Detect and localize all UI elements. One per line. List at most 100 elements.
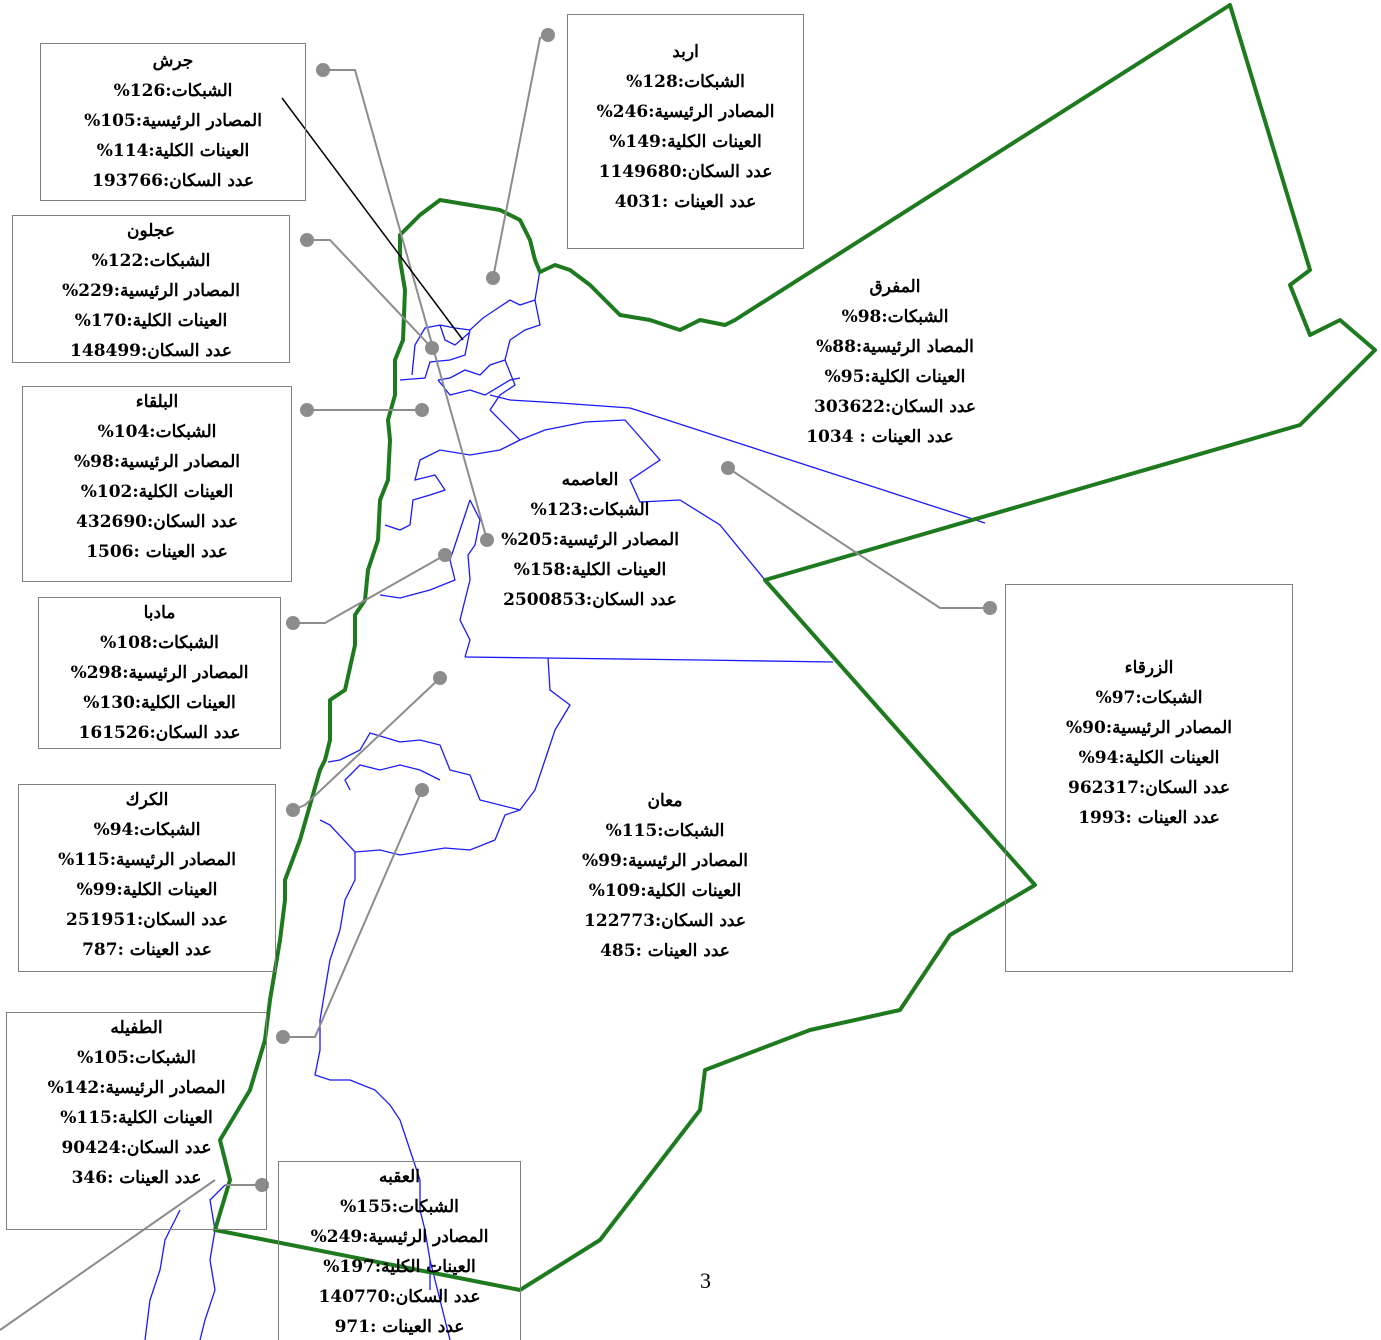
tafila-sample-count: عدد العينات :346: [71, 1168, 202, 1188]
mafraq-name: المفرق: [869, 277, 921, 297]
jerash-networks: الشبكات:126%: [113, 81, 233, 101]
national-border: [213, 3, 1377, 1292]
marker-dot: [300, 403, 314, 417]
mafraq-networks: الشبكات:98%: [841, 307, 949, 327]
zarqa-population: عدد السكان:962317: [1068, 778, 1230, 798]
irbid-info-box: اربد الشبكات:128% المصادر الرئيسية:246% …: [567, 14, 804, 249]
ajloun-main-sources: المصادر الرئيسية:229%: [62, 281, 240, 301]
balqa-networks: الشبكات:104%: [97, 422, 217, 442]
balqa-info-box: البلقاء الشبكات:104% المصادر الرئيسية:98…: [22, 386, 292, 582]
tafila-population: عدد السكان:90424: [61, 1138, 212, 1158]
madaba-info-box: مادبا الشبكات:108% المصادر الرئيسية:298%…: [38, 597, 281, 749]
mafraq-main-sources: المصاد الرئيسية:88%: [816, 337, 974, 357]
marker-dot: [480, 533, 494, 547]
tafila-total-samples: العينات الكلية:115%: [60, 1108, 213, 1128]
karak-total-samples: العينات الكلية:99%: [76, 880, 218, 900]
irbid-sample-count: عدد العينات :4031: [614, 192, 757, 212]
marker-dot: [541, 28, 555, 42]
mafraq-total-samples: العينات الكلية:95%: [824, 367, 966, 387]
tafila-networks: الشبكات:105%: [77, 1048, 196, 1068]
maan-main-sources: المصادر الرئيسية:99%: [581, 851, 748, 871]
governorate-boundaries: [144, 269, 986, 1340]
balqa-total-samples: العينات الكلية:102%: [80, 482, 234, 502]
capital-name: العاصمه: [561, 470, 619, 490]
balqa-population: عدد السكان:432690: [76, 512, 238, 532]
marker-dot: [721, 461, 735, 475]
maan-total-samples: العينات الكلية:109%: [588, 881, 742, 901]
mafraq-sample-count: عدد العينات : 1034: [806, 427, 954, 447]
aqaba-info-box: العقبه الشبكات:155% المصادر الرئيسية:249…: [278, 1161, 521, 1340]
ajloun-info-box: عجلون الشبكات:122% المصادر الرئيسية:229%…: [12, 215, 290, 363]
irbid-total-samples: العينات الكلية:149%: [609, 132, 762, 152]
maan-networks: الشبكات:115%: [605, 821, 725, 841]
maan-sample-count: عدد العينات :485: [600, 941, 730, 961]
maan-info-label: معان الشبكات:115% المصادر الرئيسية:99% ا…: [540, 786, 790, 966]
karak-networks: الشبكات:94%: [93, 820, 201, 840]
maan-name: معان: [647, 791, 683, 811]
aqaba-sample-count: عدد العينات :971: [334, 1317, 465, 1337]
ajloun-networks: الشبكات:122%: [91, 251, 211, 271]
maan-population: عدد السكان:122773: [584, 911, 746, 931]
tafila-name: الطفيله: [110, 1018, 163, 1038]
madaba-main-sources: المصادر الرئيسية:298%: [70, 663, 249, 683]
zarqa-info-box: الزرقاء الشبكات:97% المصادر الرئيسية:90%…: [1005, 584, 1293, 972]
aqaba-networks: الشبكات:155%: [340, 1197, 459, 1217]
jerash-total-samples: العينات الكلية:114%: [96, 141, 250, 161]
mafraq-population: عدد السكان:303622: [814, 397, 976, 417]
zarqa-networks: الشبكات:97%: [1095, 688, 1203, 708]
marker-dot: [316, 63, 330, 77]
irbid-name: اربد: [672, 42, 699, 62]
capital-networks: الشبكات:123%: [530, 500, 650, 520]
zarqa-main-sources: المصادر الرئيسية:90%: [1065, 718, 1232, 738]
karak-main-sources: المصادر الرئيسية:115%: [58, 850, 236, 870]
tafila-info-box: الطفيله الشبكات:105% المصادر الرئيسية:14…: [6, 1012, 267, 1230]
marker-dot: [286, 616, 300, 630]
jerash-population: عدد السكان:193766: [92, 171, 254, 191]
irbid-networks: الشبكات:128%: [626, 72, 745, 92]
marker-dot: [415, 403, 429, 417]
marker-dot: [438, 548, 452, 562]
karak-info-box: الكرك الشبكات:94% المصادر الرئيسية:115% …: [18, 784, 276, 972]
aqaba-name: العقبه: [379, 1167, 420, 1187]
page-number: 3: [700, 1268, 711, 1293]
marker-dot: [425, 341, 439, 355]
marker-dot: [983, 601, 997, 615]
jerash-main-sources: المصادر الرئيسية:105%: [84, 111, 262, 131]
ajloun-total-samples: العينات الكلية:170%: [74, 311, 228, 331]
ajloun-population: عدد السكان:148499: [70, 341, 232, 361]
capital-info-label: العاصمه الشبكات:123% المصادر الرئيسية:20…: [465, 465, 715, 615]
madaba-name: مادبا: [143, 603, 176, 623]
marker-dot: [300, 233, 314, 247]
balqa-name: البلقاء: [135, 392, 179, 412]
zarqa-total-samples: العينات الكلية:94%: [1078, 748, 1220, 768]
tafila-main-sources: المصادر الرئيسية:142%: [47, 1078, 226, 1098]
marker-dot: [486, 271, 500, 285]
madaba-networks: الشبكات:108%: [100, 633, 219, 653]
jerash-name: جرش: [152, 51, 194, 71]
zarqa-sample-count: عدد العينات :1993: [1078, 808, 1220, 828]
capital-population: عدد السكان:2500853: [503, 590, 677, 610]
marker-dot: [433, 671, 447, 685]
marker-dot: [276, 1030, 290, 1044]
irbid-population: عدد السكان:1149680: [598, 162, 773, 182]
karak-population: عدد السكان:251951: [66, 910, 228, 930]
madaba-total-samples: العينات الكلية:130%: [83, 693, 236, 713]
balqa-sample-count: عدد العينات :1506: [86, 542, 228, 562]
jerash-info-box: جرش الشبكات:126% المصادر الرئيسية:105% ا…: [40, 43, 306, 201]
capital-main-sources: المصادر الرئيسية:205%: [501, 530, 679, 550]
ajloun-name: عجلون: [126, 221, 175, 241]
marker-dots: [255, 28, 997, 1192]
karak-sample-count: عدد العينات :787: [82, 940, 212, 960]
karak-name: الكرك: [125, 790, 169, 810]
irbid-main-sources: المصادر الرئيسية:246%: [596, 102, 775, 122]
aqaba-main-sources: المصادر الرئيسية:249%: [310, 1227, 489, 1247]
madaba-population: عدد السكان:161526: [78, 723, 241, 743]
aqaba-total-samples: العينات الكلية:197%: [323, 1257, 476, 1277]
aqaba-population: عدد السكان:140770: [318, 1287, 481, 1307]
jerash-pointer-line: [281, 97, 464, 341]
balqa-main-sources: المصادر الرئيسية:98%: [73, 452, 240, 472]
marker-dot: [255, 1178, 269, 1192]
marker-dot: [286, 803, 300, 817]
marker-dot: [415, 783, 429, 797]
